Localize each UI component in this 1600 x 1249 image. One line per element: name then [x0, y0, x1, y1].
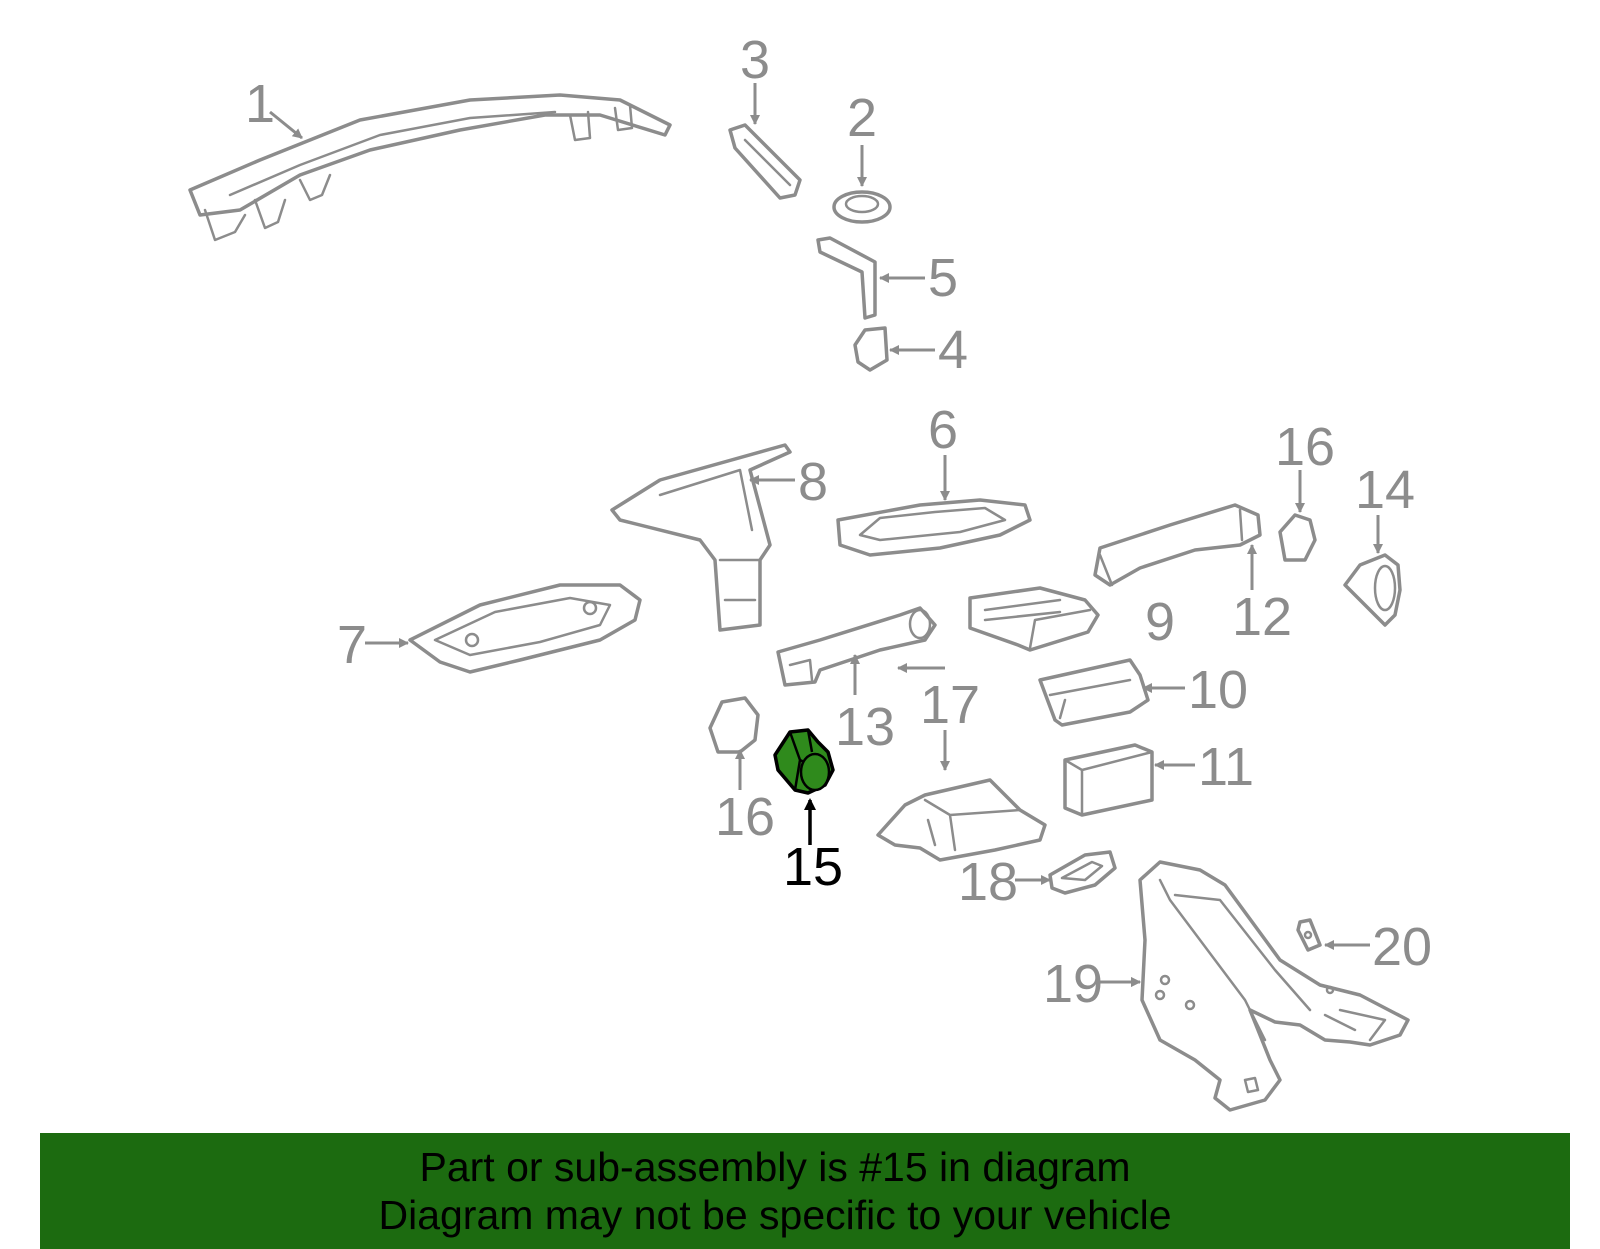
callout-7: 7 — [337, 615, 367, 675]
callout-10: 10 — [1188, 660, 1248, 720]
callout-8: 8 — [798, 452, 828, 512]
callout-11: 11 — [1198, 737, 1254, 797]
part-6-duct[interactable] — [836, 498, 1032, 557]
part-10-vent[interactable] — [1038, 658, 1150, 727]
part-3-duct[interactable] — [728, 123, 802, 200]
part-8-duct[interactable] — [610, 443, 792, 632]
part-4-clip[interactable] — [853, 326, 889, 372]
part-17-housing[interactable] — [876, 778, 1047, 862]
part-11-box[interactable] — [1063, 743, 1154, 817]
part-16-cap-left[interactable] — [708, 696, 760, 754]
part-1-duct[interactable] — [188, 93, 672, 242]
part-7-duct[interactable] — [408, 583, 642, 674]
part-2-vent[interactable] — [832, 190, 892, 224]
callout-9: 9 — [1145, 592, 1175, 652]
part-5-tube[interactable] — [816, 236, 877, 320]
part-18-grille[interactable] — [1048, 850, 1117, 895]
callout-20: 20 — [1372, 917, 1432, 977]
part-12-duct[interactable] — [1093, 503, 1262, 587]
part-19-floor-duct[interactable] — [1138, 860, 1410, 1112]
callout-3: 3 — [740, 30, 770, 90]
part-20-clip[interactable] — [1296, 918, 1322, 952]
callout-15: 15 — [783, 837, 843, 897]
callout-12: 12 — [1232, 587, 1292, 647]
callout-17: 17 — [920, 675, 980, 735]
footer-line-1: Part or sub-assembly is #15 in diagram — [419, 1144, 1131, 1190]
callout-16-left: 16 — [715, 787, 775, 847]
callout-18: 18 — [958, 852, 1018, 912]
part-14-vent[interactable] — [1343, 553, 1402, 627]
callout-6: 6 — [928, 400, 958, 460]
part-15-highlighted[interactable] — [773, 728, 835, 795]
callout-16-right: 16 — [1275, 417, 1335, 477]
callout-5: 5 — [928, 248, 958, 308]
footer-line-2: Diagram may not be specific to your vehi… — [378, 1192, 1172, 1238]
part-13-duct[interactable] — [776, 606, 937, 687]
callout-4: 4 — [938, 320, 968, 380]
callout-19: 19 — [1043, 954, 1103, 1014]
part-16-cap-right[interactable] — [1278, 513, 1317, 562]
part-9-vent[interactable] — [968, 586, 1100, 652]
callout-1: 1 — [245, 74, 275, 134]
callout-14: 14 — [1355, 460, 1415, 520]
callout-2: 2 — [847, 88, 877, 148]
footer-banner: Part or sub-assembly is #15 in diagram D… — [40, 1133, 1570, 1249]
callout-13: 13 — [835, 697, 895, 757]
